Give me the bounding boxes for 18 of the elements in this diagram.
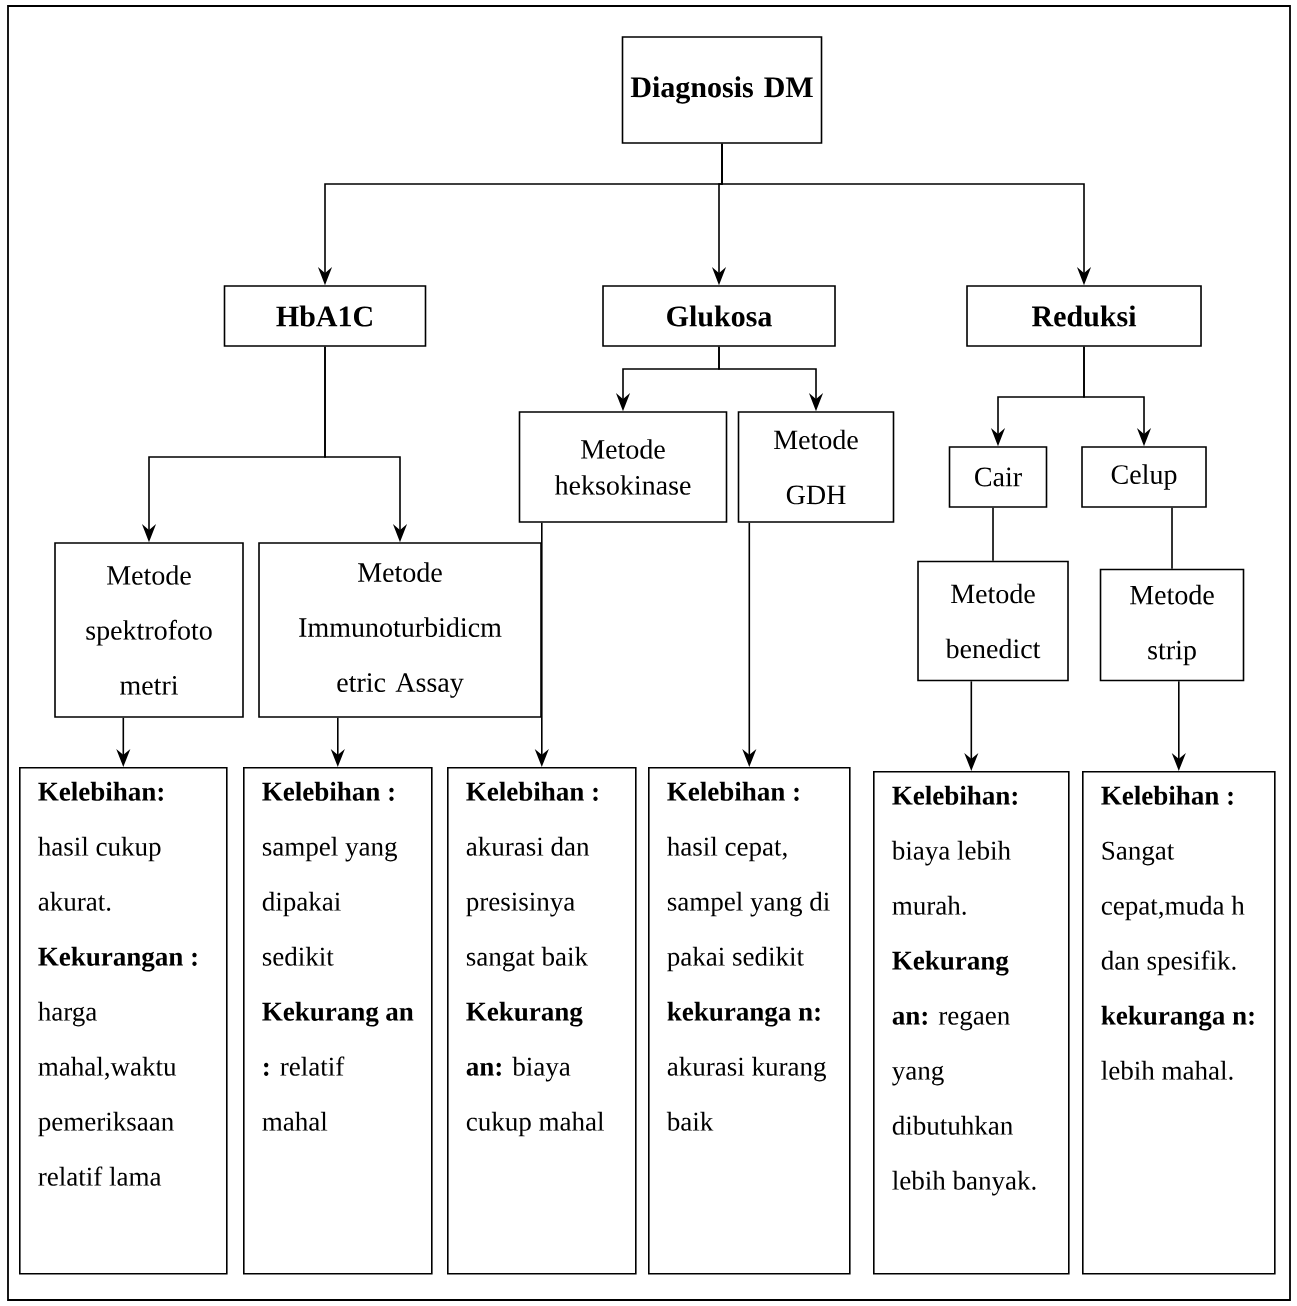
description-box: Kelebihan : Sangat cepat,muda h dan spesifik. kekuranga n: lebih mahal. — [1082, 771, 1276, 1275]
process-box: Metode heksokinase — [518, 411, 728, 523]
process-box: Metode GDH — [737, 411, 895, 523]
process-box: Diagnosis DM — [621, 36, 823, 144]
process-box: Glukosa — [602, 285, 836, 347]
description-box: Kelebihan : akurasi dan presisinya sangat baik Kekurang an: biaya cukup mahal — [447, 767, 637, 1275]
process-box: Cair — [948, 446, 1048, 508]
process-box: Metode Immunoturbidicm etric Assay — [258, 542, 542, 718]
description-box: Kelebihan : sampel yang dipakai sedikit Kekurang an : relatif mahal — [243, 767, 433, 1275]
process-box: Metode spektrofoto metri — [54, 542, 244, 718]
process-box: Metode strip — [1099, 568, 1245, 682]
description-box: Kelebihan: biaya lebih murah. Kekurang an: regaen yang dibutuhkan lebih banyak. — [873, 771, 1070, 1275]
process-box: Reduksi — [966, 285, 1202, 347]
process-box: Metode benedict — [917, 560, 1069, 682]
description-box: Kelebihan : hasil cepat, sampel yang di pakai sedikit kekuranga n: akurasi kurang baik — [648, 767, 851, 1275]
process-box: Celup — [1081, 446, 1207, 508]
process-box: HbA1C — [223, 285, 427, 347]
description-box: Kelebihan: hasil cukup akurat. Kekurangan : harga mahal,waktu pemeriksaan relatif lama — [19, 767, 228, 1275]
